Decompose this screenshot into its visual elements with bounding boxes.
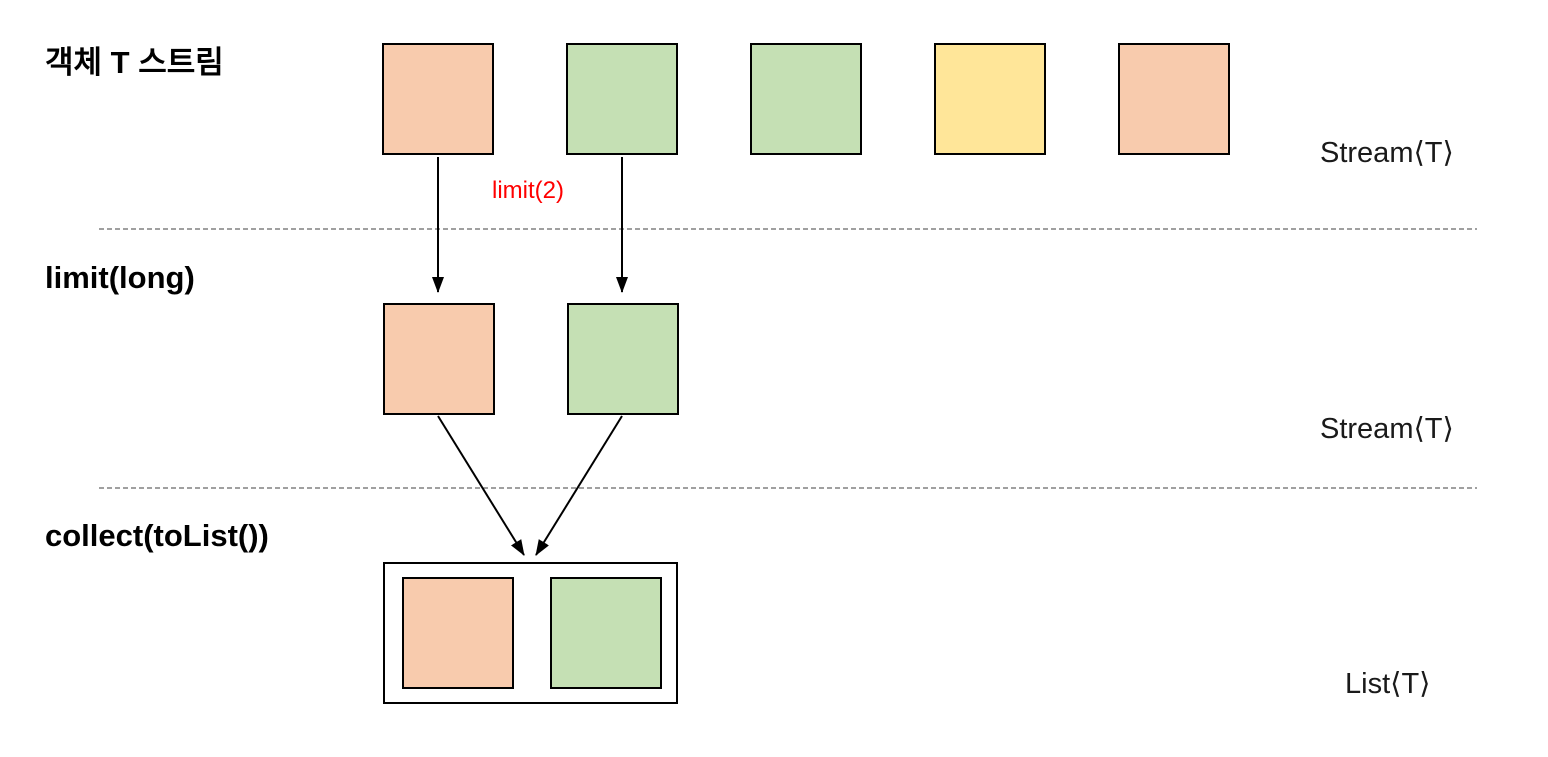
source-stream-row [382, 43, 1230, 155]
stage-label-object-stream: 객체 T 스트림 [45, 45, 224, 80]
stage-label-collect: collect(toList()) [45, 518, 269, 553]
limit-arg-annotation: limit(2) [492, 177, 564, 204]
limited-stream-row [383, 303, 679, 415]
type-label-stream-mid: Stream⟨T⟩ [1320, 413, 1454, 445]
type-label-list: List⟨T⟩ [1345, 668, 1431, 700]
green-element-square [567, 303, 679, 415]
orange-element-square [383, 303, 495, 415]
stage-label-limit: limit(long) [45, 260, 195, 295]
result-list-box [383, 562, 678, 704]
orange-element-square [1118, 43, 1230, 155]
collect-arrow-element-2 [535, 415, 623, 556]
orange-element-square [382, 43, 494, 155]
collect-arrow-element-1 [437, 415, 525, 556]
yellow-element-square [934, 43, 1046, 155]
green-element-square [566, 43, 678, 155]
orange-element-square [402, 577, 514, 689]
type-label-stream-top: Stream⟨T⟩ [1320, 137, 1454, 169]
green-element-square [550, 577, 662, 689]
green-element-square [750, 43, 862, 155]
